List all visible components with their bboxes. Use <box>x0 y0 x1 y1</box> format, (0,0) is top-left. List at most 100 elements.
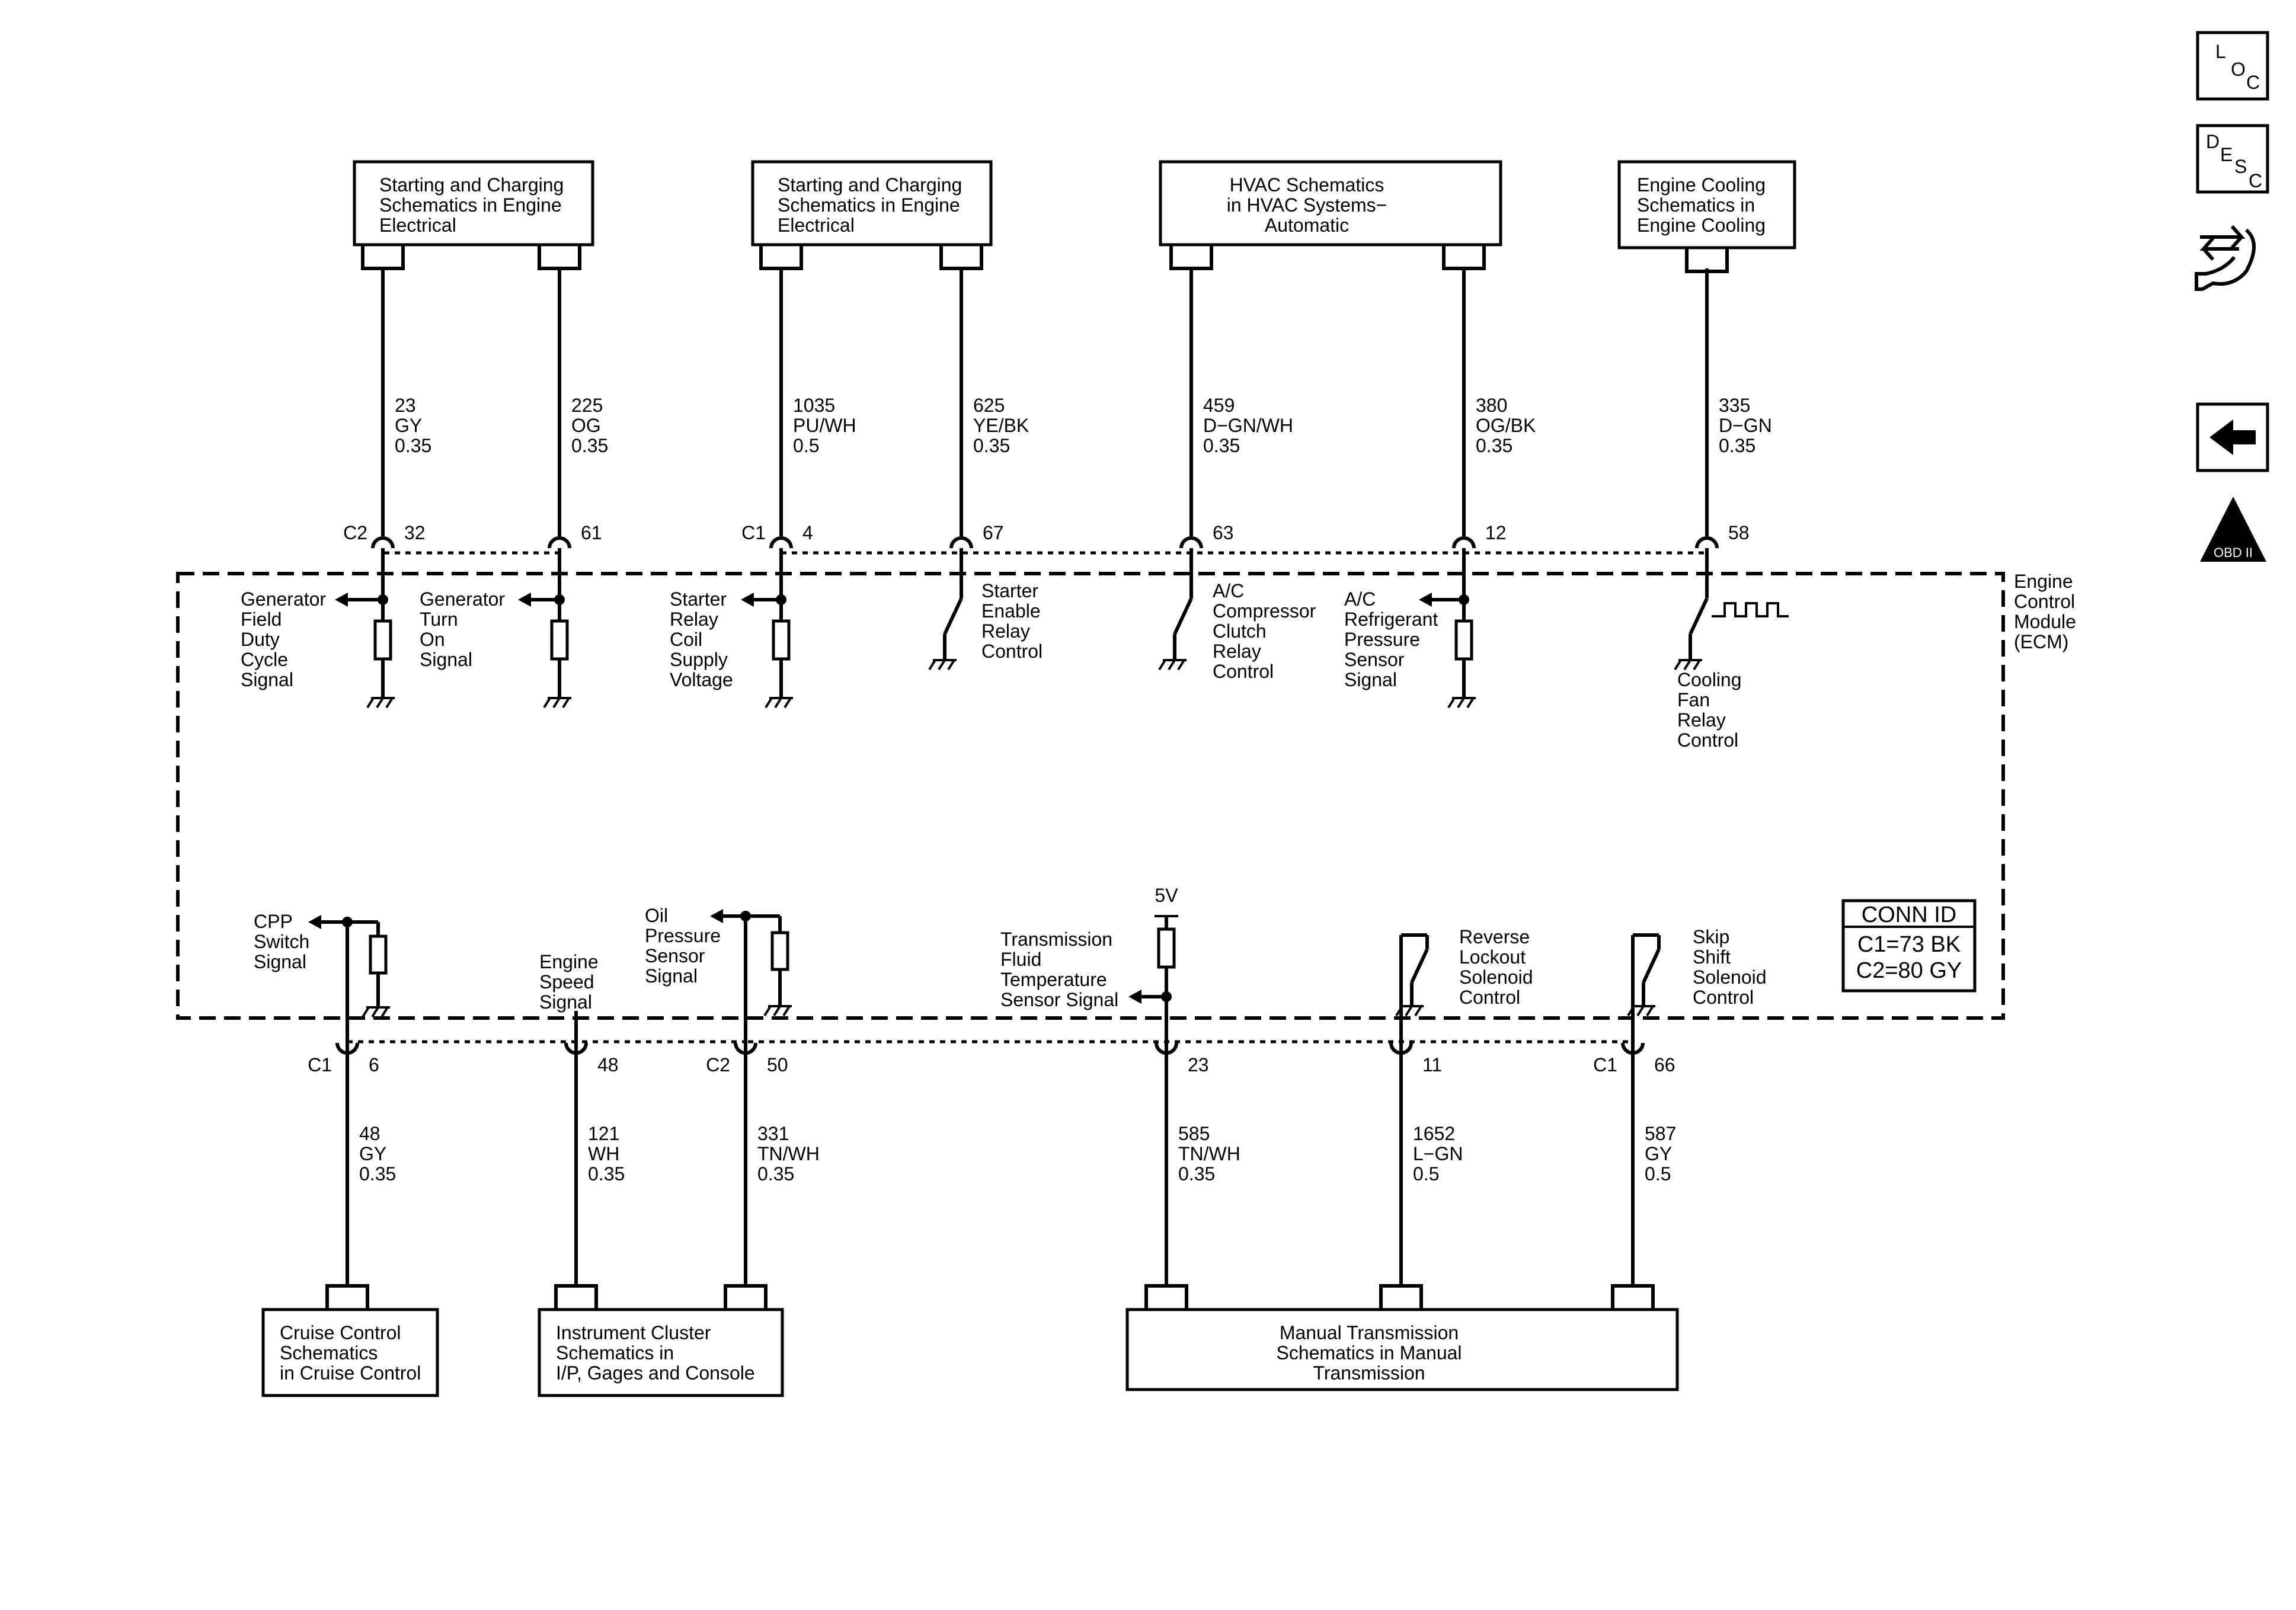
signal-label: Starter <box>981 580 1038 601</box>
signal-label: Shift <box>1693 946 1731 968</box>
component-box-text: in Cruise Control <box>280 1362 421 1384</box>
wire-gauge: 0.5 <box>1645 1163 1671 1185</box>
circuit-number: 587 <box>1645 1123 1676 1144</box>
connector-pin: 58 <box>1728 522 1750 543</box>
connector-end-view-icon[interactable] <box>2195 225 2256 291</box>
signal-label: Control <box>1213 661 1274 682</box>
signal-label: Signal <box>539 991 592 1013</box>
signal-label: Relay <box>1213 641 1261 662</box>
signal-label: Compressor <box>1213 600 1316 622</box>
loc-icon-letter: O <box>2231 59 2246 80</box>
top-circuit-12: 380OG/BK0.3512A/CRefrigerantPressureSens… <box>1344 268 1536 709</box>
signal-label: Field <box>241 609 282 630</box>
signal-label: Control <box>981 641 1043 662</box>
signal-label: Control <box>1693 987 1754 1008</box>
connector-pin: 63 <box>1213 522 1234 543</box>
wire-color: D−GN/WH <box>1203 415 1293 436</box>
desc-icon-letter: S <box>2234 156 2247 177</box>
signal-label: Duty <box>241 629 280 650</box>
conn-id-c1: C1=73 BK <box>1857 932 1961 957</box>
circuit-number: 1035 <box>793 395 835 416</box>
connector-pin: 48 <box>597 1054 619 1076</box>
signal-label: Signal <box>241 669 293 690</box>
signal-label: Enable <box>981 600 1041 622</box>
wire-gauge: 0.35 <box>588 1163 625 1185</box>
circuit-number: 225 <box>571 395 603 416</box>
component-box-text: Schematics in Manual <box>1276 1342 1462 1363</box>
signal-label: Control <box>1459 987 1520 1008</box>
connector-pin: 66 <box>1654 1054 1675 1076</box>
top-circuit-63: 459D−GN/WH0.3563A/CCompressorClutchRelay… <box>1158 268 1316 682</box>
wire-gauge: 0.35 <box>571 435 608 456</box>
component-box-text: Schematics in Engine <box>778 194 960 216</box>
circuit-number: 585 <box>1178 1123 1210 1144</box>
back-arrow-icon[interactable] <box>2196 402 2269 472</box>
signal-label: CPP <box>254 911 293 932</box>
connector-id: C1 <box>308 1054 332 1076</box>
circuit-number: 23 <box>395 395 416 416</box>
wire-color: GY <box>395 415 422 436</box>
component-box-text: Instrument Cluster <box>556 1322 711 1343</box>
connector-pin: 23 <box>1188 1054 1209 1076</box>
loc-icon[interactable]: LOC <box>2196 31 2269 101</box>
signal-label: Signal <box>420 649 472 670</box>
ecm-module-label: Control <box>2014 591 2075 612</box>
bottom-circuit-23: 585TN/WH0.35235VTransmissionFluidTempera… <box>1000 885 1240 1286</box>
connector-id: C2 <box>706 1054 730 1076</box>
signal-label: A/C <box>1344 588 1376 610</box>
signal-label: Signal <box>645 965 698 987</box>
signal-label: Pressure <box>1344 629 1420 650</box>
component-box-text: Starting and Charging <box>778 174 962 196</box>
signal-label: Turn <box>420 609 458 630</box>
signal-label: Cooling <box>1677 669 1742 690</box>
connector-pin: 32 <box>404 522 426 543</box>
signal-label: Engine <box>539 951 599 972</box>
signal-label: Solenoid <box>1693 966 1767 988</box>
connector-id: C1 <box>1593 1054 1617 1076</box>
connector-pin: 6 <box>369 1054 379 1076</box>
signal-label: Signal <box>1344 669 1397 690</box>
conn-id-title: CONN ID <box>1862 902 1956 927</box>
signal-label: A/C <box>1213 580 1244 601</box>
signal-label: Control <box>1677 729 1738 751</box>
signal-label: Coil <box>670 629 702 650</box>
signal-label: Solenoid <box>1459 966 1533 988</box>
circuit-number: 331 <box>757 1123 789 1144</box>
signal-label: Refrigerant <box>1344 609 1438 630</box>
connector-id: C1 <box>741 522 766 543</box>
component-box-text: in HVAC Systems− <box>1227 194 1387 216</box>
connector-pin: 50 <box>767 1054 788 1076</box>
connector-shells <box>347 551 1707 1044</box>
signal-label: Pressure <box>645 925 721 946</box>
top-circuit-4: 1035PU/WH0.54C1StarterRelayCoilSupplyVol… <box>670 268 856 709</box>
component-box-text: Engine Cooling <box>1637 215 1766 236</box>
circuit-number: 48 <box>359 1123 380 1144</box>
wire-color: TN/WH <box>1178 1143 1240 1164</box>
signal-label: Relay <box>670 609 718 630</box>
connector-pin: 4 <box>802 522 813 543</box>
connector-pin: 67 <box>983 522 1004 543</box>
signal-label: Speed <box>539 971 594 993</box>
circuit-number: 335 <box>1719 395 1750 416</box>
desc-icon-letter: D <box>2206 131 2220 152</box>
wire-gauge: 0.35 <box>973 435 1010 456</box>
wire-color: YE/BK <box>973 415 1029 436</box>
wire-color: L−GN <box>1413 1143 1463 1164</box>
conn-id-c2: C2=80 GY <box>1856 958 1962 983</box>
signal-label: Transmission <box>1000 929 1112 950</box>
top-circuit-32: 23GY0.3532C2GeneratorFieldDutyCycleSigna… <box>241 268 431 709</box>
ecm-module-label: Engine <box>2014 571 2073 592</box>
component-box-text: Automatic <box>1265 215 1349 236</box>
